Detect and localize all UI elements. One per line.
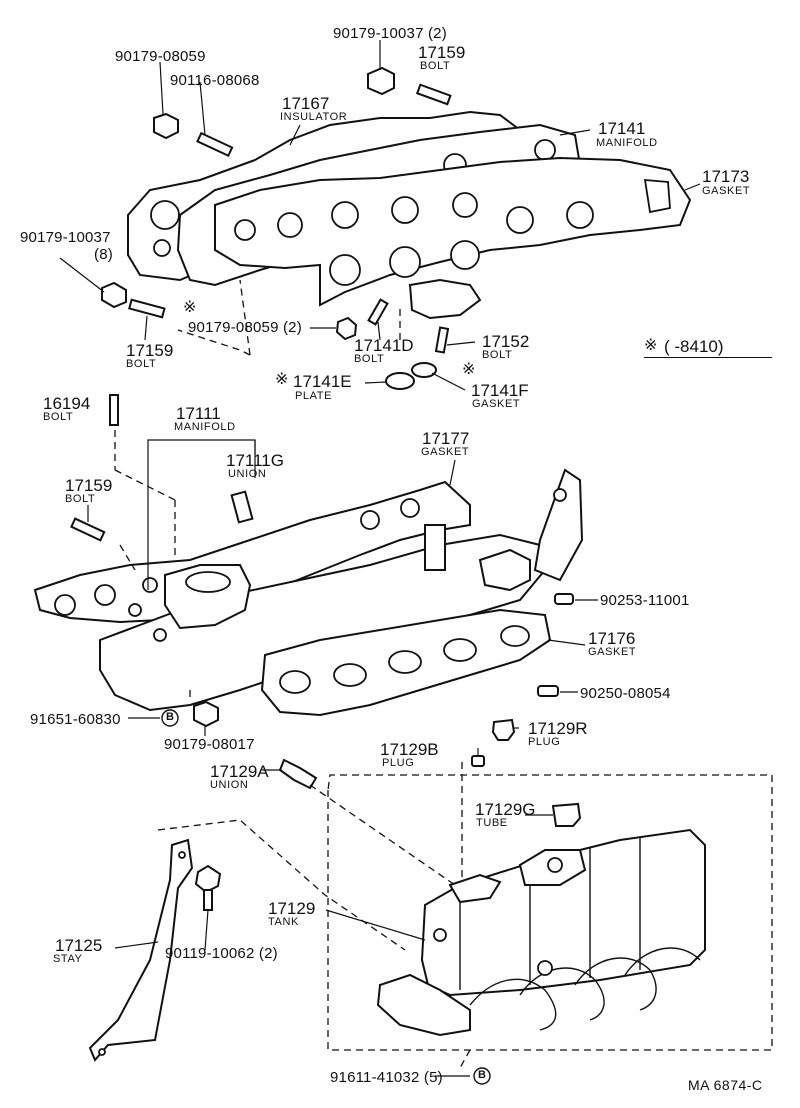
note-symbol-17141e: ※ [275, 371, 289, 388]
note-symbol-upper: ※ [183, 299, 197, 316]
tank-fittings-drawing [278, 718, 582, 827]
label-tube: TUBE [476, 817, 508, 829]
label-17141: 17141 [598, 119, 646, 138]
label-gasket-17177: GASKET [421, 446, 470, 458]
lower-leader-lines [114, 727, 553, 1077]
label-plug-r: PLUG [528, 736, 561, 748]
label-16194: 16194 [43, 394, 91, 413]
label-90179-08017: 90179-08017 [164, 736, 255, 753]
label-90179-08059-2: 90179-08059 (2) [188, 319, 302, 336]
label-90116-08068: 90116-08068 [170, 72, 260, 89]
figure-code: MA 6874-C [688, 1077, 763, 1093]
label-17141f: 17141F [471, 381, 529, 400]
label-90179-10037-2: 90179-10037 (2) [333, 25, 447, 42]
note-symbol-17141f: ※ [462, 361, 476, 378]
label-manifold-17111: MANIFOLD [174, 421, 236, 433]
marker-b-lower-letter: B [478, 1069, 486, 1081]
note-symbol-range: ※ [644, 337, 658, 354]
label-bolt-d: BOLT [354, 353, 385, 365]
label-17152: 17152 [482, 332, 530, 351]
label-90250-08054: 90250-08054 [580, 685, 671, 702]
label-90119-10062-2: 90119-10062 (2) [165, 945, 278, 962]
upper-leader-lines [59, 40, 701, 391]
label-plug-b: PLUG [382, 757, 415, 769]
label-plate: PLATE [295, 390, 333, 402]
label-bolt-low: BOLT [65, 493, 96, 505]
label-17177: 17177 [422, 429, 470, 448]
label-bolt-top: BOLT [420, 60, 451, 72]
label-17129r: 17129R [528, 719, 588, 738]
label-union-a: UNION [210, 779, 249, 791]
label-17173: 17173 [702, 167, 750, 186]
label-tank: TANK [268, 916, 299, 928]
label-bolt-mid: BOLT [126, 358, 157, 370]
label-90179-10037-8-qty: (8) [94, 246, 113, 263]
label-17141e: 17141E [293, 372, 352, 391]
label-91611-41032-5: 91611-41032 (5) [330, 1069, 443, 1086]
tank-group-box [327, 774, 773, 1051]
label-note-range: ( -8410) [664, 337, 724, 356]
marker-b-lower [473, 1067, 491, 1085]
gasket-17176-drawing [260, 608, 552, 717]
label-17129b: 17129B [380, 740, 439, 759]
label-17129g: 17129G [475, 800, 536, 819]
stay-drawing [88, 838, 222, 1062]
label-gasket-f: GASKET [472, 398, 521, 410]
label-90179-08059: 90179-08059 [115, 48, 206, 65]
note-range-underline [644, 357, 772, 358]
label-union-g: UNION [228, 468, 267, 480]
label-17129a: 17129A [210, 762, 269, 781]
middle-fasteners-drawing [70, 394, 574, 728]
label-bolt-16194: BOLT [43, 411, 74, 423]
label-gasket-17176: GASKET [588, 646, 637, 658]
label-17129: 17129 [268, 899, 316, 918]
label-17167: 17167 [282, 94, 330, 113]
label-91651-60830: 91651-60830 [30, 711, 121, 728]
label-17111: 17111 [176, 404, 221, 423]
marker-b-upper-letter: B [166, 711, 174, 723]
label-17159-top: 17159 [418, 43, 466, 62]
upper-fasteners-drawing [101, 66, 452, 390]
marker-b-upper [161, 709, 179, 727]
label-17159-mid: 17159 [126, 341, 174, 360]
label-17176: 17176 [588, 629, 636, 648]
label-17111g: 17111G [226, 451, 284, 470]
middle-leader-lines [87, 430, 598, 736]
label-gasket-17173: GASKET [702, 185, 751, 197]
lower-manifold-drawing [99, 468, 584, 712]
label-90179-10037-8: 90179-10037 [20, 229, 111, 246]
label-17125: 17125 [55, 936, 103, 955]
tank-drawing [376, 828, 706, 1037]
label-stay: STAY [53, 953, 83, 965]
label-bolt-17152: BOLT [482, 349, 513, 361]
label-insulator: INSULATOR [280, 111, 348, 123]
label-17159-low: 17159 [65, 476, 113, 495]
label-manifold-top: MANIFOLD [596, 137, 658, 149]
label-17141d: 17141D [354, 336, 414, 355]
gasket-17173-drawing [214, 156, 692, 320]
label-90253-11001: 90253-11001 [600, 592, 690, 609]
